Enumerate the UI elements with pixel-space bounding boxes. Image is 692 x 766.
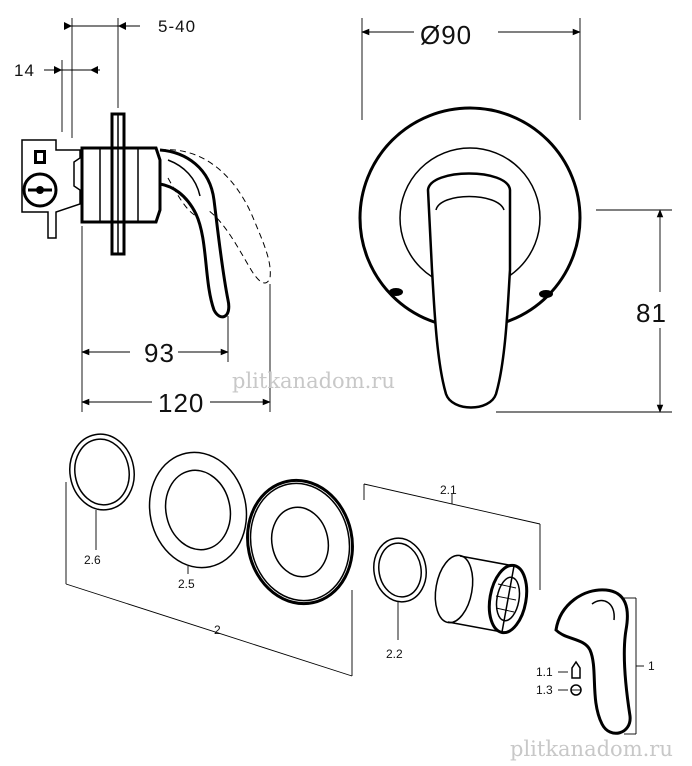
label-1-3: 1.3 (536, 683, 553, 697)
side-view: 5-40 14 (14, 17, 271, 418)
diameter-dimension: Ø90 (361, 16, 581, 120)
overall-length-label: 120 (158, 388, 204, 418)
watermark-top: plitkanadom.ru (232, 369, 395, 393)
offset-dimension-label: 14 (14, 61, 35, 80)
label-2-1: 2.1 (440, 483, 457, 497)
label-1-1: 1.1 (536, 665, 553, 679)
depth-dimension-label: 5-40 (158, 17, 196, 36)
rosette-plate-side (110, 112, 126, 256)
label-2-6: 2.6 (84, 553, 101, 567)
height-dimension: 81 (496, 209, 686, 413)
exploded-view: 2.6 2.5 2.2 (65, 433, 655, 735)
rosette-screw-left (389, 288, 403, 296)
screw-icon (571, 660, 581, 679)
overall-length-dimension: 120 (81, 284, 271, 418)
callout-1-3: 1.3 (536, 683, 582, 697)
part-2-5-gasket: 2.5 (148, 451, 248, 591)
part-cartridge-sleeve (434, 554, 529, 635)
height-label: 81 (636, 298, 667, 328)
label-2: 2 (214, 623, 221, 637)
part-1-lever: 1 (554, 588, 655, 735)
lever-length-label: 93 (144, 338, 175, 368)
watermark-bottom: plitkanadom.ru (510, 737, 673, 761)
bracket-2-1: 2.1 (363, 483, 541, 590)
label-1: 1 (648, 659, 655, 673)
lever-front (426, 172, 512, 409)
bracket-2: 2 (65, 482, 353, 677)
rosette-screw-right (539, 290, 553, 298)
part-2-6-seal-ring: 2.6 (69, 433, 135, 567)
callout-1-1: 1.1 (536, 660, 581, 679)
part-rosette-plate (246, 478, 354, 606)
front-view: Ø90 81 (358, 16, 686, 413)
label-2-2: 2.2 (386, 647, 403, 661)
handle-body-side (80, 146, 162, 224)
lever-length-dimension: 93 (81, 226, 229, 412)
offset-dimension: 14 (14, 60, 100, 132)
label-2-5: 2.5 (178, 577, 195, 591)
lever-side-open (159, 149, 271, 284)
part-2-2-ring: 2.2 (373, 537, 427, 661)
diameter-label: Ø90 (420, 20, 472, 50)
lever-side (159, 148, 231, 319)
cartridge-body (21, 139, 81, 239)
depth-dimension: 5-40 (64, 17, 196, 138)
